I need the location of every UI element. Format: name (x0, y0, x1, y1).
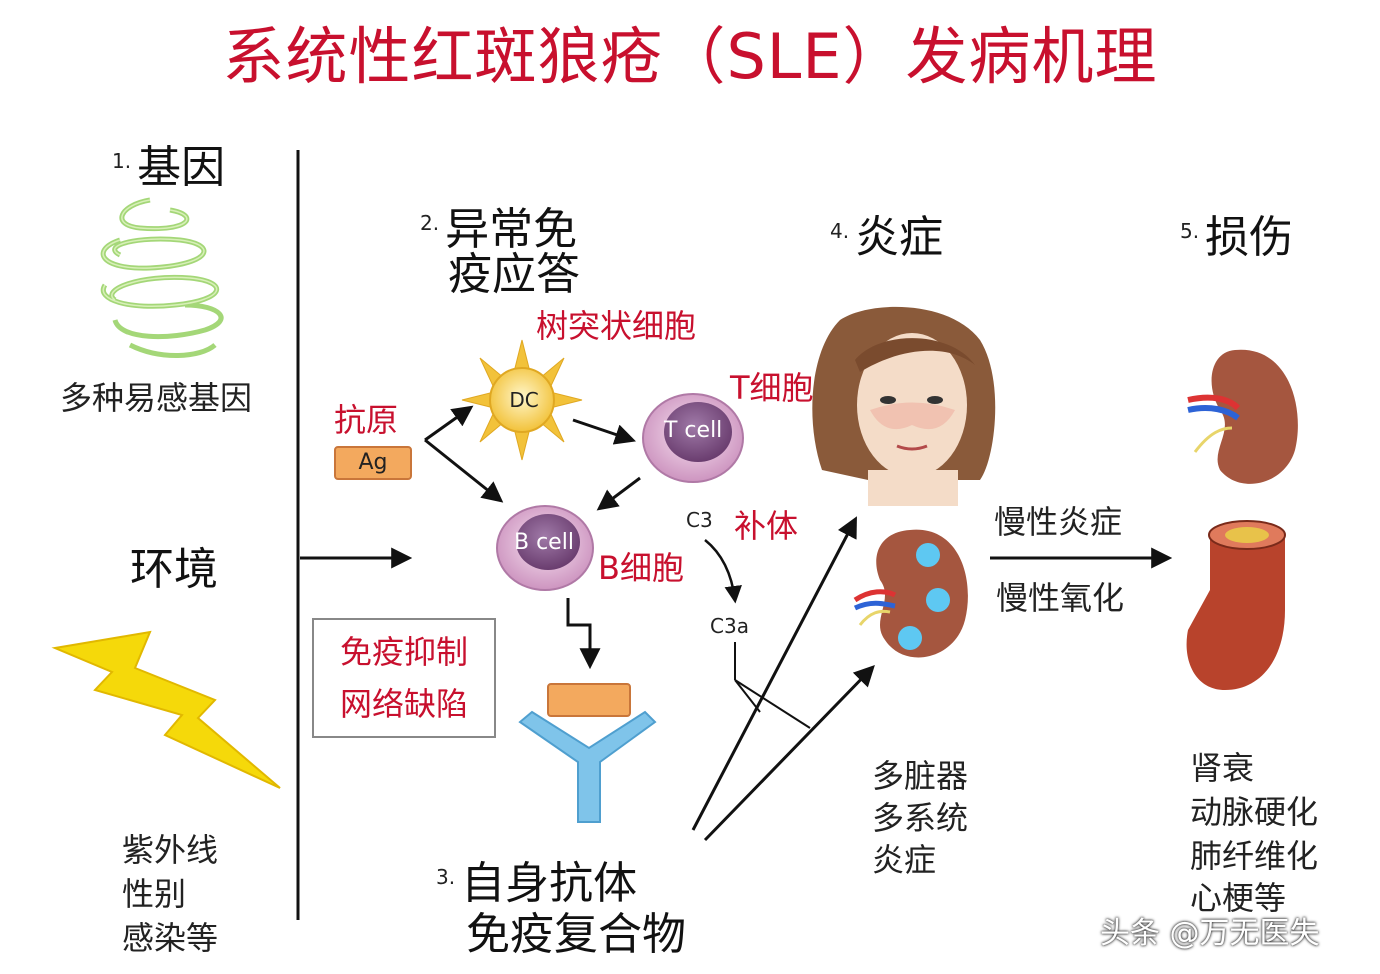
dc-cell-text: DC (509, 388, 539, 412)
kidney-inflamed-icon (853, 529, 968, 658)
env-item-sex: 性别 (122, 875, 187, 913)
t-cell-text: T cell (664, 418, 723, 443)
b-cell-text: B cell (514, 530, 574, 555)
complement-label: 补体 (734, 507, 799, 545)
env-item-infection: 感染等 (122, 919, 219, 957)
t-cell-icon (642, 393, 744, 483)
step5-heading: 5.损伤 (1180, 212, 1294, 263)
step3-heading-line2: 免疫复合物 (466, 909, 686, 960)
step4-heading: 4.炎症 (830, 212, 944, 263)
blood-vessel-icon (1186, 520, 1286, 690)
gene-caption: 多种易感基因 (60, 379, 253, 417)
lightning-icon (51, 630, 281, 789)
b-cell-label: B细胞 (598, 549, 684, 587)
page-title: 系统性红斑狼疮（SLE）发病机理 (222, 20, 1158, 93)
dendritic-cell-icon (461, 339, 583, 461)
env-item-uv: 紫外线 (122, 831, 219, 869)
antigen-label: 抗原 (334, 401, 399, 439)
step1-heading: 1.基因 (112, 142, 226, 193)
env-heading: 环境 (130, 544, 218, 595)
step2-heading-line2: 疫应答 (448, 249, 580, 300)
chronic-oxidation-label: 慢性氧化 (996, 579, 1125, 617)
immune-suppression-box: 免疫抑制 网络缺陷 (312, 618, 496, 738)
damage-item-renal: 肾衰 (1190, 749, 1255, 787)
kidney-damaged-icon (1187, 349, 1298, 484)
c3a-text: C3a (710, 614, 749, 638)
damage-item-mi: 心梗等 (1190, 879, 1287, 917)
damage-item-fibrosis: 肺纤维化 (1190, 837, 1319, 875)
b-cell-icon (496, 505, 594, 591)
inflammation-item-systems: 多系统 (872, 799, 969, 837)
chronic-inflammation-label: 慢性炎症 (994, 503, 1123, 541)
damage-item-atherosclerosis: 动脉硬化 (1190, 793, 1319, 831)
inflammation-item-inflammation: 炎症 (872, 841, 937, 879)
patient-face-icon (812, 306, 996, 506)
step3-heading: 3.自身抗体 (436, 858, 638, 909)
dc-label: 树突状细胞 (536, 307, 697, 345)
c3-text: C3 (686, 508, 713, 532)
inflammation-item-organs: 多脏器 (872, 757, 969, 795)
watermark: 头条 @万无医失 (1100, 916, 1320, 951)
antibody-icon (518, 683, 657, 823)
antigen-box: Ag (334, 446, 412, 480)
t-cell-label: T细胞 (730, 369, 814, 407)
step2-heading: 2.异常免 (420, 204, 578, 255)
